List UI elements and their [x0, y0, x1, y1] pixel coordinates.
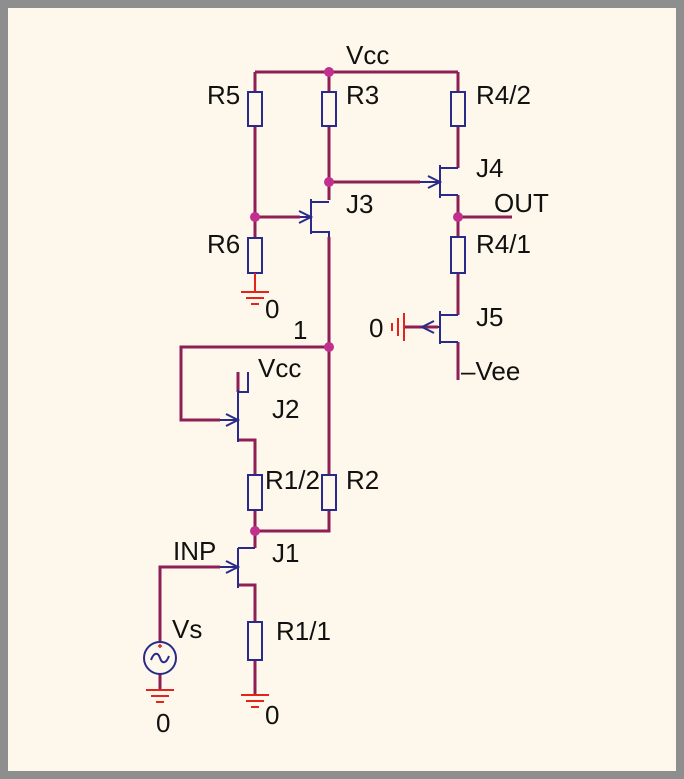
jfet-j2 [220, 372, 249, 442]
label-j3: J3 [346, 189, 373, 219]
label-r2: R2 [346, 465, 379, 495]
label-j2: J2 [272, 394, 299, 424]
junction-j1-drain [250, 526, 260, 536]
label-r4-2: R4/2 [476, 80, 531, 110]
resistor-r5 [247, 91, 263, 127]
label-gnd-r6: 0 [265, 294, 279, 324]
junction-j3-gate [250, 212, 260, 222]
labels: Vcc R5 R3 R4/2 J4 J3 OUT R6 R4/1 0 J5 0 … [156, 40, 549, 738]
junction-out [453, 212, 463, 222]
resistor-r4-2 [450, 91, 466, 127]
resistor-r6 [247, 237, 263, 274]
ground-vs [146, 689, 174, 703]
label-r3: R3 [346, 80, 379, 110]
junction-vcc [324, 67, 334, 77]
label-j4: J4 [476, 153, 503, 183]
label-vee: –Vee [461, 356, 520, 386]
label-gnd-vs: 0 [156, 708, 170, 738]
label-vcc-top: Vcc [346, 40, 389, 70]
circuit-schematic: Vcc R5 R3 R4/2 J4 J3 OUT R6 R4/1 0 J5 0 … [143, 40, 549, 738]
jfet-j5 [419, 311, 458, 344]
label-j5: J5 [476, 302, 503, 332]
label-j1: J1 [272, 538, 299, 568]
label-r4-1: R4/1 [476, 229, 531, 259]
label-gnd-r1-1: 0 [265, 700, 279, 730]
junction-j4-gate [324, 177, 334, 187]
label-inp: INP [173, 536, 216, 566]
resistor-r3 [321, 91, 337, 127]
label-gnd-j5: 0 [369, 313, 383, 343]
jfet-j3 [298, 199, 330, 237]
jfet-j1 [220, 547, 255, 588]
label-node1: 1 [293, 315, 307, 345]
resistor-r4-1 [450, 236, 466, 274]
wires [158, 70, 512, 695]
label-r1-1: R1/1 [276, 616, 331, 646]
ground-r1-1 [241, 694, 269, 708]
label-r5: R5 [207, 80, 240, 110]
label-r1-2: R1/2 [265, 465, 320, 495]
label-vcc-j2: Vcc [258, 353, 301, 383]
ground-r6 [241, 273, 269, 305]
jfet-j4 [420, 165, 458, 198]
junction-dots [250, 67, 463, 536]
label-vs: Vs [172, 614, 202, 644]
label-r6: R6 [207, 229, 240, 259]
label-out: OUT [494, 188, 549, 218]
junction-node1 [324, 342, 334, 352]
schematic-canvas: Vcc R5 R3 R4/2 J4 J3 OUT R6 R4/1 0 J5 0 … [8, 8, 676, 771]
resistor-r1-1 [247, 621, 263, 661]
resistor-r2 [321, 474, 337, 511]
resistor-r1-2 [247, 474, 263, 511]
ground-j5 [391, 313, 405, 341]
voltage-source-vs [143, 641, 177, 675]
